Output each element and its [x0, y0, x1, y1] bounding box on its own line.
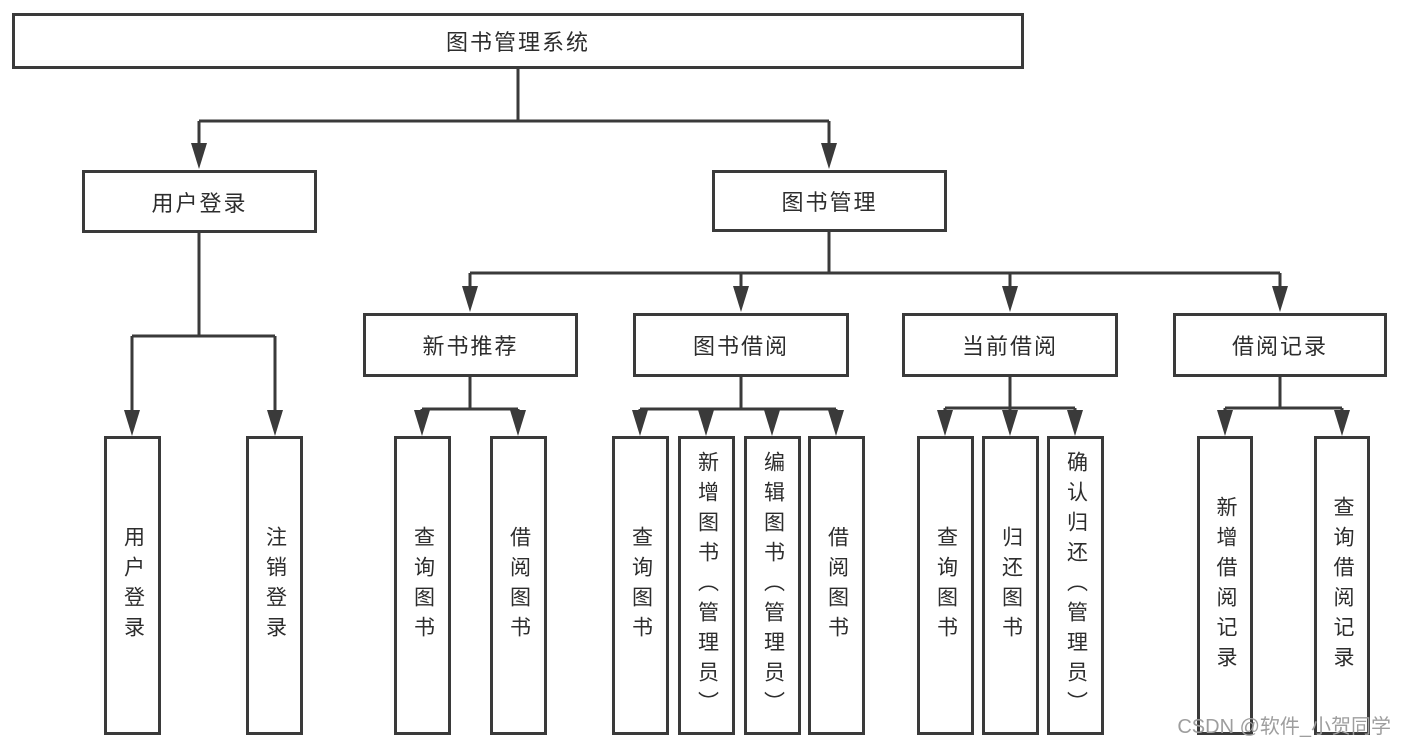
node-label: 借阅图书: [507, 525, 531, 646]
connector-borrowing-records: [1223, 377, 1344, 414]
node-label: 查询图书: [629, 525, 653, 646]
node-label: 借阅记录: [1231, 334, 1328, 359]
node-label: 新增图书（管理员）: [695, 450, 719, 721]
leaf-user-login: 用户登录: [104, 436, 161, 735]
connector-root: [197, 69, 831, 146]
node-root: 图书管理系统: [12, 13, 1024, 69]
node-label: 注销登录: [263, 525, 287, 646]
connector-book-management: [468, 232, 1282, 290]
node-book-borrowing: 图书借阅: [633, 313, 849, 377]
connector-new-book: [420, 377, 520, 414]
connector-user-login: [130, 233, 277, 414]
connector-current-borrowing: [943, 377, 1077, 414]
node-label: 确认归还（管理员）: [1064, 450, 1088, 721]
node-label: 图书管理系统: [445, 30, 590, 55]
leaf-query-books-current: 查询图书: [917, 436, 974, 735]
node-new-book-recommendation: 新书推荐: [363, 313, 578, 377]
leaf-borrow-books-borrowing: 借阅图书: [808, 436, 865, 735]
leaf-query-borrow-record: 查询借阅记录: [1314, 436, 1370, 735]
leaf-query-books-borrowing: 查询图书: [612, 436, 669, 735]
leaf-confirm-return-admin: 确认归还（管理员）: [1047, 436, 1104, 735]
node-label: 当前借阅: [961, 334, 1058, 359]
leaf-return-book: 归还图书: [982, 436, 1039, 735]
node-label: 查询图书: [411, 525, 435, 646]
arrowheads: [124, 143, 1350, 436]
node-book-management: 图书管理: [712, 170, 947, 232]
node-label: 用户登录: [151, 190, 248, 216]
node-borrowing-records: 借阅记录: [1173, 313, 1387, 377]
node-user-login: 用户登录: [82, 170, 317, 233]
leaf-borrow-books-recommend: 借阅图书: [490, 436, 547, 735]
node-label: 借阅图书: [825, 525, 849, 646]
node-label: 用户登录: [121, 525, 145, 646]
node-current-borrowing: 当前借阅: [902, 313, 1118, 377]
node-label: 图书借阅: [692, 334, 789, 359]
node-label: 新书推荐: [422, 334, 519, 359]
leaf-add-borrow-record: 新增借阅记录: [1197, 436, 1253, 735]
node-label: 归还图书: [999, 525, 1023, 646]
leaf-query-books-recommend: 查询图书: [394, 436, 451, 735]
leaf-add-book-admin: 新增图书（管理员）: [678, 436, 735, 735]
connector-book-borrowing: [638, 377, 838, 414]
node-label: 新增借阅记录: [1214, 495, 1237, 676]
node-label: 编辑图书（管理员）: [761, 450, 785, 721]
node-label: 查询图书: [934, 525, 958, 646]
node-label: 查询借阅记录: [1331, 495, 1354, 676]
leaf-logout: 注销登录: [246, 436, 303, 735]
node-label: 图书管理: [781, 190, 878, 215]
leaf-edit-book-admin: 编辑图书（管理员）: [744, 436, 801, 735]
